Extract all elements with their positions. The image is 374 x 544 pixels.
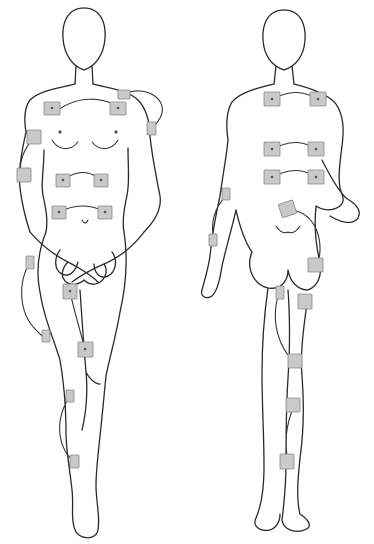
back-head [263,10,305,70]
lead-right-calf [286,406,294,460]
pad-right-buttock-upper [278,200,297,218]
pad-right-back-thigh-upper [276,286,284,299]
pad-left-lower-leg-lower [70,455,79,468]
front-figure [19,8,160,538]
front-arms [30,232,144,284]
front-right-nipple [114,130,117,133]
front-left-nipple [58,130,61,133]
pad-left-arm-upper [27,130,41,144]
pad-right-back-thigh-mid [298,294,312,309]
pad-right-buttock-lower [308,258,323,272]
back-right-arm [322,160,359,222]
pad-left-side-upper [222,188,230,200]
pad-right-back-thigh-lower [288,354,302,368]
pad-right-calf-upper [286,398,300,412]
front-neck [75,66,93,84]
back-figure [202,10,360,531]
pad-left-lower-leg-upper [66,390,74,402]
front-head [63,8,105,70]
pad-left-arm-lower [17,168,31,182]
pad-left-shoulder-top [118,90,130,99]
front-torso [19,84,160,232]
back-neck [274,66,294,84]
pad-left-side-lower [209,234,217,246]
pad-left-outer-thigh-upper [26,256,34,269]
lead-left-outer-thigh [22,262,44,338]
back-hips-legs [236,206,321,531]
lead-abdomen-lower [60,206,104,212]
front-legs [38,232,126,538]
back-spine-detail [276,226,300,233]
pad-left-shoulder-side [147,122,156,135]
lead-left-side [213,196,227,240]
pad-right-calf-lower [280,454,294,469]
pad-left-outer-thigh-lower [42,330,50,342]
